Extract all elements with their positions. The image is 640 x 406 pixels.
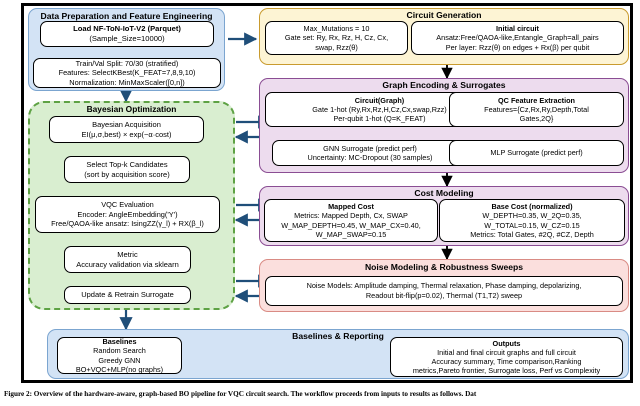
panel-title-bayesian-optimization: Bayesian Optimization: [86, 104, 177, 114]
figure-caption: Figure 2: Overview of the hardware-aware…: [4, 390, 477, 398]
node-gnn-surrogate: GNN Surrogate (predict perf) Uncertainty…: [272, 140, 468, 166]
panel-title-graph-encoding: Graph Encoding & Surrogates: [382, 80, 506, 90]
node-baselines: Baselines Random Search Greedy GNN BO+VQ…: [57, 337, 182, 374]
node-initial-circuit: Initial circuit Ansatz:Free/QAOA-like,En…: [411, 21, 624, 55]
node-mapped-cost: Mapped Cost Metrics: Mapped Depth, Cx, S…: [264, 199, 438, 242]
panel-title-data-preparation: Data Preparation and Feature Engineering: [40, 11, 213, 21]
node-vqc-evaluation: VQC Evaluation Encoder: AngleEmbedding('…: [35, 196, 220, 233]
node-load-dataset: Load NF-ToN-IoT-V2 (Parquet) (Sample_Siz…: [40, 21, 214, 47]
panel-title-circuit-generation: Circuit Generation: [406, 10, 482, 20]
node-outputs: Outputs Initial and final circuit graphs…: [390, 337, 623, 377]
node-split-features: Train/Val Split: 70/30 (stratified) Feat…: [33, 58, 221, 88]
panel-title-baselines-reporting: Baselines & Reporting: [292, 331, 384, 341]
node-qc-feature-extraction: QC Feature Extraction Features={Cz,Rx,Ry…: [449, 92, 624, 127]
panel-title-cost-modeling: Cost Modeling: [414, 188, 474, 198]
node-mlp-surrogate: MLP Surrogate (predict perf): [449, 140, 624, 166]
node-update-retrain-surrogate: Update & Retrain Surrogate: [64, 286, 191, 304]
node-max-mutations: Max_Mutations = 10 Gate set: Ry, Rx, Rz,…: [265, 21, 408, 55]
node-bayesian-acquisition: Bayesian Acquisition EI(μ,σ,best) × exp(…: [49, 116, 204, 143]
node-metric-accuracy: Metric Accuracy validation via sklearn: [64, 246, 191, 273]
node-noise-models: Noise Models: Amplitude damping, Thermal…: [265, 276, 623, 306]
node-select-topk: Select Top-k Candidates (sort by acquisi…: [64, 156, 190, 183]
panel-title-noise-modeling: Noise Modeling & Robustness Sweeps: [364, 262, 524, 272]
node-base-cost: Base Cost (normalized) W_DEPTH=0.35, W_2…: [439, 199, 625, 242]
